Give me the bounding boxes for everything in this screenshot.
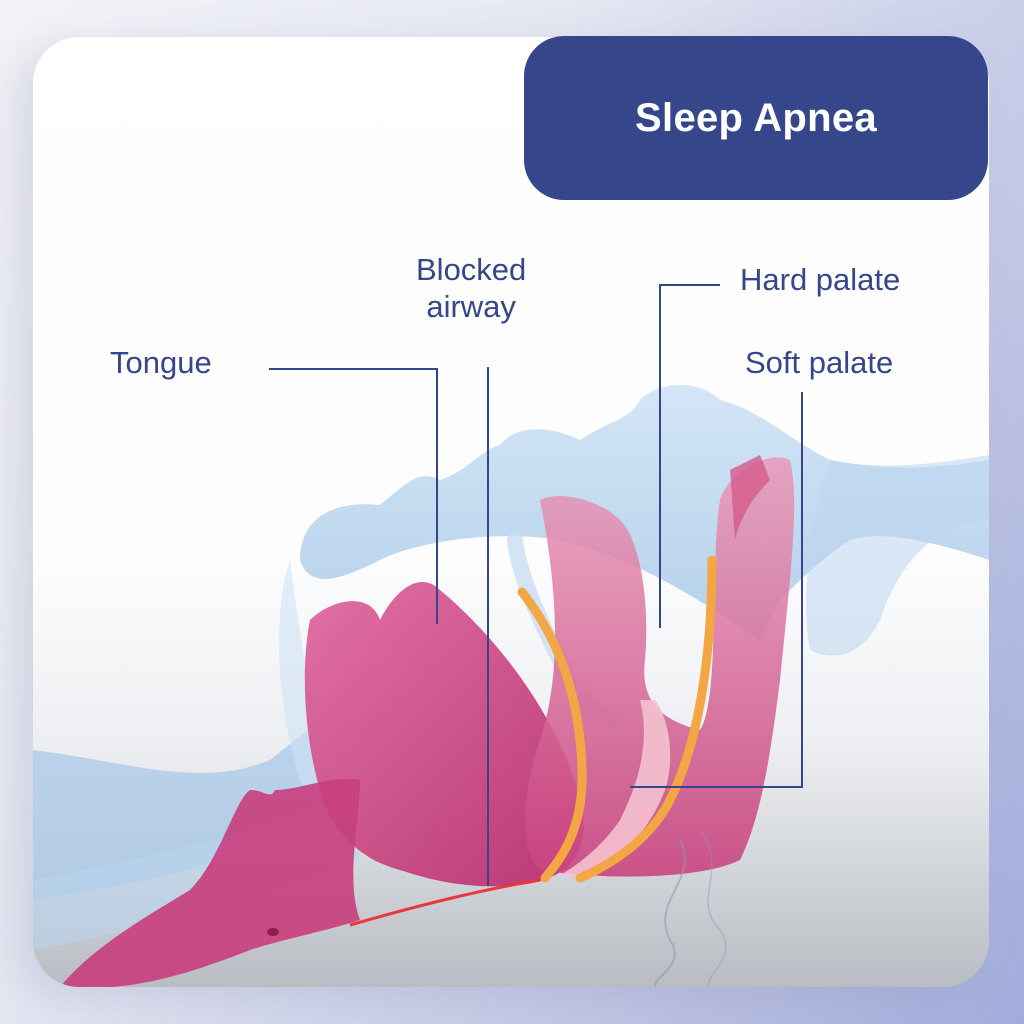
label-tongue: Tongue <box>110 345 212 380</box>
cartilage-tube-front <box>517 587 587 883</box>
label-blocked-airway-line1: Blocked <box>416 252 527 287</box>
title-banner: Sleep Apnea <box>524 36 988 200</box>
tongue-shape <box>304 581 584 887</box>
shoulder-skin <box>33 720 340 900</box>
page-title: Sleep Apnea <box>635 95 877 140</box>
label-blocked-airway: Blocked airway <box>416 252 526 325</box>
larynx-trachea <box>60 778 360 987</box>
label-hard-palate: Hard palate <box>740 262 901 297</box>
label-soft-palate: Soft palate <box>745 345 894 380</box>
label-blocked-airway-line2: airway <box>426 288 516 324</box>
